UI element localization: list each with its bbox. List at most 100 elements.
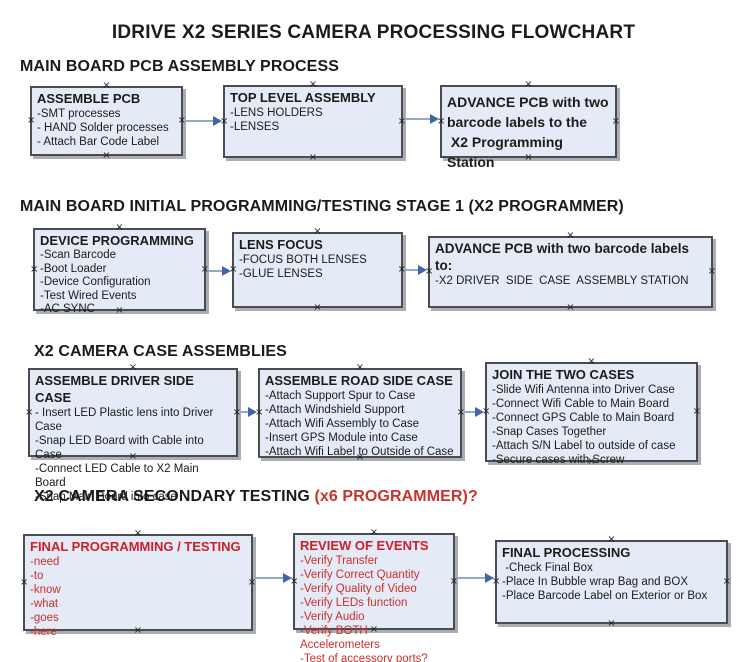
box-title: REVIEW OF EVENTS bbox=[300, 538, 429, 553]
connection-point-icon: × bbox=[611, 115, 620, 127]
box-title: LENS FOCUS bbox=[239, 237, 323, 252]
connection-point-icon: × bbox=[177, 115, 186, 126]
box-item: -Check Final Box bbox=[502, 562, 593, 574]
box-item: -Secure cases with Screw bbox=[492, 454, 625, 466]
section-heading-secondary-testing: X2 CAMERA SECONDARY TESTING (x6 PROGRAMM… bbox=[34, 488, 478, 506]
connection-point-icon: × bbox=[308, 152, 318, 163]
box-item: - Attach Bar Code Label bbox=[37, 136, 160, 148]
arrow-line bbox=[255, 577, 285, 579]
box-item: -what bbox=[30, 598, 59, 610]
box-title: JOIN THE TWO CASES bbox=[492, 367, 635, 382]
arrow-head-icon bbox=[248, 407, 257, 417]
box-item: -Snap Cases Together bbox=[492, 426, 607, 438]
box-item: -Connect Wifi Cable to Main Board bbox=[492, 398, 670, 410]
connection-point-icon: × bbox=[707, 266, 716, 277]
box-item: -know bbox=[30, 584, 61, 596]
box-item: -Test Wired Events bbox=[40, 289, 137, 302]
box-items: -Attach Support Spur to Case -Attach Wind… bbox=[265, 389, 455, 459]
box-item: -Snap LED Board with Cable into Case bbox=[35, 435, 207, 461]
box-item: -Verify Audio bbox=[300, 611, 365, 623]
box-item: -Verify Transfer bbox=[300, 555, 378, 567]
arrow-line bbox=[464, 411, 477, 413]
flow-arrow-icon bbox=[186, 115, 222, 127]
box-item: -FOCUS BOTH LENSES bbox=[239, 254, 367, 266]
arrow-head-icon bbox=[418, 265, 427, 275]
box-item: -Boot Loader bbox=[40, 262, 107, 275]
box-items: -Scan Barcode-Boot Loader-Device Configu… bbox=[40, 249, 199, 317]
box-item: -Device Configuration bbox=[40, 276, 151, 288]
box-item: -Attach Support Spur to Case bbox=[265, 390, 416, 402]
box-items: - Insert LED Plastic lens into Driver Ca… bbox=[35, 406, 231, 504]
box-item: -LENS HOLDERS bbox=[230, 107, 323, 119]
box-title: ASSEMBLE DRIVER SIDE CASE bbox=[35, 373, 198, 405]
box-item: -Slide Wifi Antenna into Driver Case bbox=[492, 384, 675, 396]
section-heading-initial-programming: MAIN BOARD INITIAL PROGRAMMING/TESTING S… bbox=[20, 198, 624, 215]
box-item: -Verify Quality of Video bbox=[300, 583, 417, 595]
box-item: -GLUE LENSES bbox=[239, 268, 323, 280]
box-item: -LENSES bbox=[230, 121, 280, 133]
flow-box-review-of-events: REVIEW OF EVENTS -Verify Transfer-Verify… bbox=[290, 528, 458, 662]
flow-arrow-icon bbox=[240, 406, 257, 418]
flow-box-join-the-two-cases: JOIN THE TWO CASES -Slide Wifi Antenna i… bbox=[482, 357, 701, 467]
box-title: FINAL PROCESSING bbox=[502, 545, 631, 560]
connection-point-icon: × bbox=[566, 302, 575, 313]
arrow-head-icon bbox=[475, 407, 484, 417]
flow-box-final-processing: FINAL PROCESSING -Check Final Box -Place … bbox=[492, 535, 731, 629]
box-title: TOP LEVEL ASSEMBLY bbox=[230, 90, 376, 105]
box-item: - Insert LED Plastic lens into Driver Ca… bbox=[35, 407, 217, 433]
connection-point-icon: × bbox=[27, 115, 36, 126]
box-item: -need bbox=[30, 556, 60, 568]
flow-box-assemble-driver-side-case: ASSEMBLE DRIVER SIDE CASE - Insert LED P… bbox=[25, 363, 241, 504]
section-heading-pcb-assembly: MAIN BOARD PCB ASSEMBLY PROCESS bbox=[20, 58, 339, 75]
flow-box-assemble-pcb: ASSEMBLE PCB -SMT processes- HAND Solder… bbox=[27, 81, 186, 161]
box-item: -SMT processes bbox=[37, 108, 121, 120]
box-item: -Snap Main Board into case bbox=[35, 491, 177, 503]
arrow-line bbox=[240, 411, 250, 413]
arrow-line bbox=[186, 120, 215, 122]
box-title: ASSEMBLE PCB bbox=[37, 91, 141, 106]
heading-red-part: (x6 PROGRAMMER)? bbox=[309, 488, 478, 505]
box-item: -Attach S/N Label to outside of case bbox=[492, 440, 676, 452]
box-item: -Verify Correct Quantity bbox=[300, 569, 420, 581]
arrow-head-icon bbox=[485, 573, 494, 583]
box-item: -Insert GPS Module into Case bbox=[265, 432, 418, 444]
box-items: -FOCUS BOTH LENSES -GLUE LENSES bbox=[239, 253, 396, 281]
arrow-head-icon bbox=[213, 116, 222, 126]
box-item: -Verify LEDs function bbox=[300, 597, 408, 609]
arrow-head-icon bbox=[222, 266, 231, 276]
connection-point-icon: × bbox=[692, 406, 701, 417]
box-items: -Verify Transfer -Verify Correct Quantity… bbox=[300, 554, 448, 662]
box-items: -LENS HOLDERS -LENSES bbox=[230, 106, 396, 134]
heading-black-part: X2 CAMERA SECONDARY TESTING bbox=[34, 488, 310, 505]
connection-point-icon: × bbox=[102, 150, 111, 161]
page-title: IDRIVE X2 SERIES CAMERA PROCESSING FLOWC… bbox=[111, 22, 636, 43]
box-items: -Slide Wifi Antenna into Driver Case -Con… bbox=[492, 383, 691, 467]
arrow-line bbox=[405, 269, 420, 271]
flow-arrow-icon bbox=[464, 406, 484, 418]
box-item: -Connect LED Cable to X2 Main Board bbox=[35, 463, 202, 489]
box-item: -Place Barcode Label on Exterior or Box bbox=[502, 590, 708, 602]
box-item: -Attach Windshield Support bbox=[265, 404, 405, 416]
connection-point-icon: × bbox=[722, 576, 731, 587]
flow-box-top-level-assembly: TOP LEVEL ASSEMBLY -LENS HOLDERS-LENSES … bbox=[220, 80, 406, 163]
box-item: -here bbox=[30, 626, 57, 638]
arrow-line bbox=[405, 118, 432, 120]
flow-arrow-icon bbox=[405, 264, 427, 276]
flow-arrow-icon bbox=[255, 572, 292, 584]
connection-point-icon: × bbox=[313, 302, 322, 313]
flow-arrow-icon bbox=[405, 113, 439, 125]
connection-point-icon: × bbox=[25, 406, 34, 418]
box-item: -X2 DRIVER SIDE CASE ASSEMBLY STATION bbox=[435, 275, 689, 287]
section-heading-case-assemblies: X2 CAMERA CASE ASSEMBLIES bbox=[34, 343, 287, 360]
flow-box-assemble-road-side-case: ASSEMBLE ROAD SIDE CASE -Attach Support … bbox=[255, 363, 465, 463]
connection-point-icon: × bbox=[20, 576, 29, 588]
flow-box-lens-focus: LENS FOCUS -FOCUS BOTH LENSES -GLUE LENSE… bbox=[229, 227, 406, 313]
box-item: -Attach Wifi Assembly to Case bbox=[265, 418, 420, 430]
box-items: -need-to-know-what-goes-here bbox=[30, 555, 246, 639]
box-item: -Verify BOTH Accelerometers bbox=[300, 625, 380, 651]
connection-point-icon: × bbox=[30, 263, 39, 275]
box-item: -Connect GPS Cable to Main Board bbox=[492, 412, 675, 424]
arrow-head-icon bbox=[430, 114, 439, 124]
box-item: -goes bbox=[30, 612, 59, 624]
